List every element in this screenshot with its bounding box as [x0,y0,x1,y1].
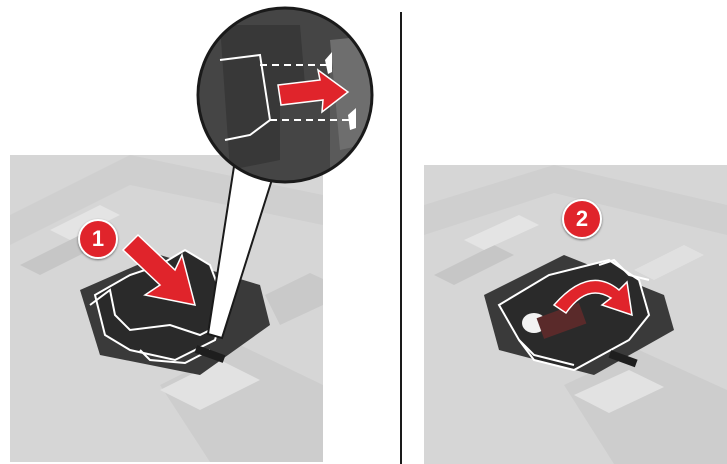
step-1-badge: 1 [78,219,118,259]
step-2-badge: 2 [562,199,602,239]
step-2-number: 2 [576,206,588,232]
step-divider [400,12,402,464]
step-2-illustration: 2 [424,165,727,464]
step-1-number: 1 [92,226,104,252]
